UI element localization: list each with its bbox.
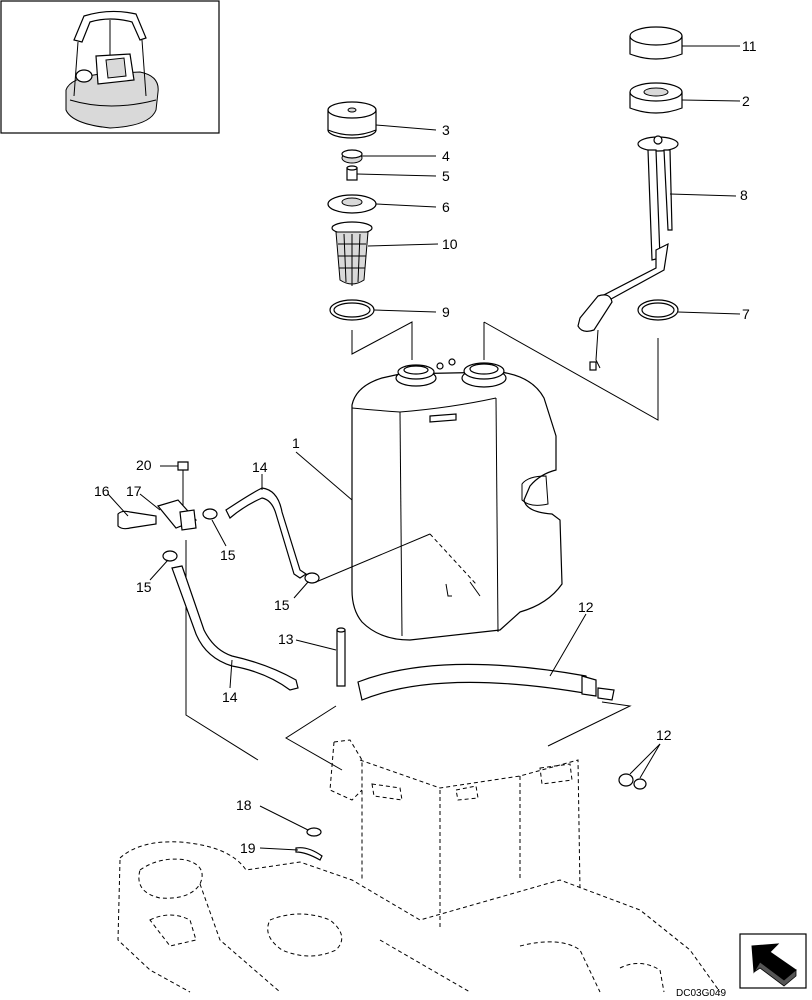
callout-leader-lines: [107, 45, 741, 851]
callout-label: 11: [742, 38, 757, 54]
hoses-and-fittings: [117, 461, 647, 861]
callout-label: 18: [236, 797, 252, 813]
callout-label: 4: [442, 148, 450, 164]
callout-label: 15: [136, 579, 152, 595]
fuel-tank: [351, 358, 563, 641]
machine-location-icon: [0, 0, 220, 134]
filler-cap-stack: [327, 101, 377, 321]
callout-label: 8: [740, 187, 748, 203]
callout-label: 9: [442, 304, 450, 320]
callout-label: 3: [442, 122, 450, 138]
callout-label: 10: [442, 236, 458, 252]
callout-label: 12: [578, 599, 594, 615]
callout-label: 19: [240, 840, 256, 856]
callout-label: 17: [126, 483, 142, 499]
next-arrow-icon[interactable]: [739, 933, 807, 989]
drawing-code: DC03G049: [676, 988, 726, 999]
callout-label: 5: [442, 168, 450, 184]
callout-label: 16: [94, 483, 110, 499]
callout-label: 13: [278, 631, 294, 647]
machine-frame-outline: [117, 739, 721, 993]
callout-labels: 1 2 3 4 5 6 7 8 9 10 11 12 12 13 14 14 1…: [94, 38, 757, 856]
callout-label: 2: [742, 93, 750, 109]
assembly-guide-lines: [185, 321, 659, 771]
sender-unit-stack: [577, 26, 683, 371]
callout-label: 14: [222, 689, 238, 705]
callout-label: 7: [742, 306, 750, 322]
callout-label: 1: [292, 435, 300, 451]
callout-label: 20: [136, 457, 152, 473]
callout-label: 15: [274, 597, 290, 613]
callout-label: 15: [220, 547, 236, 563]
callout-label: 12: [656, 727, 672, 743]
callout-label: 14: [252, 459, 268, 475]
callout-label: 6: [442, 199, 450, 215]
